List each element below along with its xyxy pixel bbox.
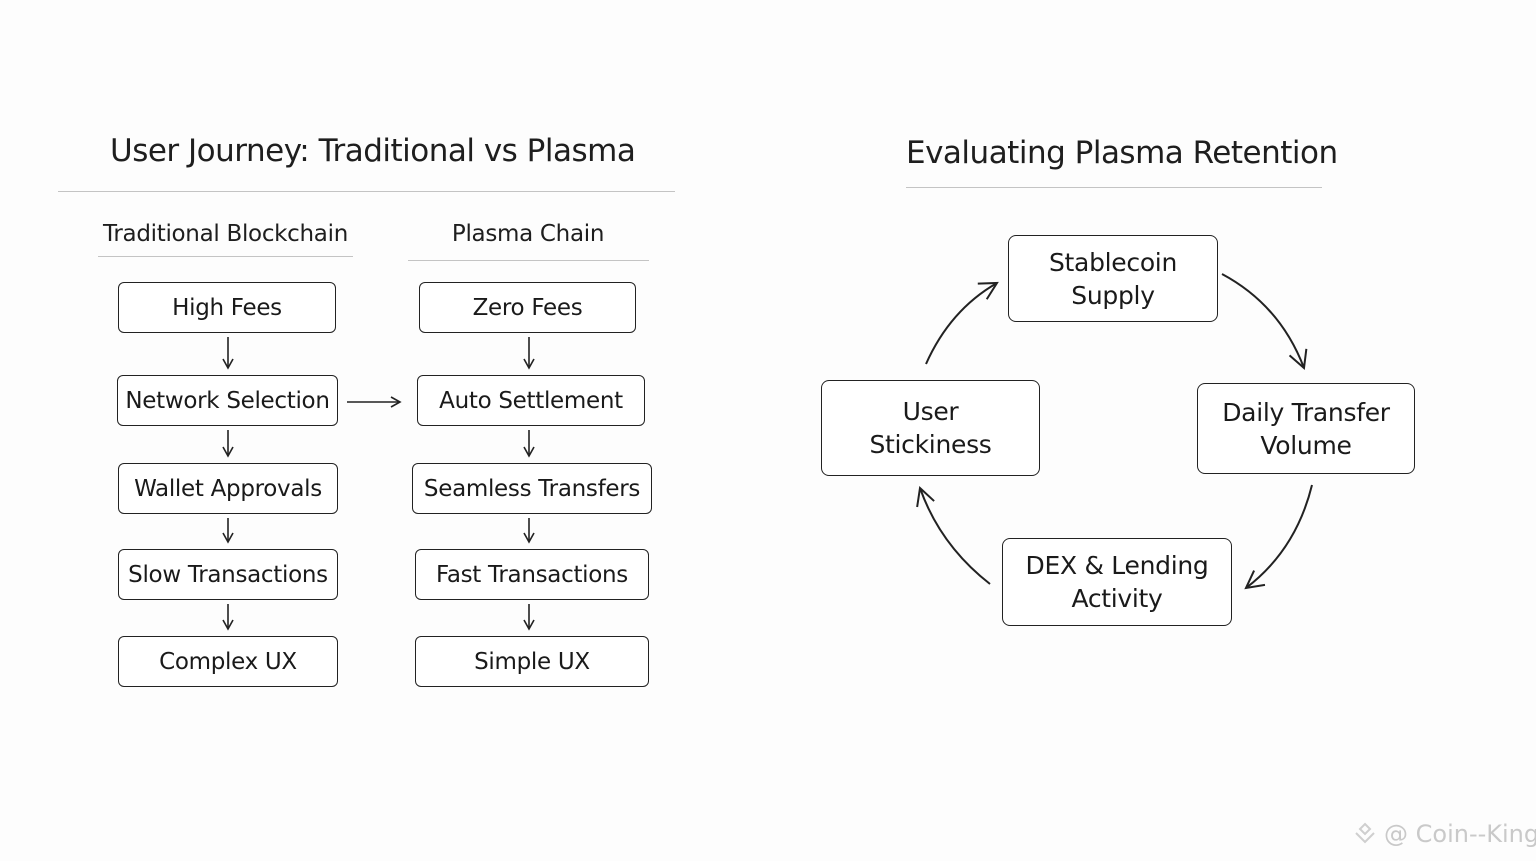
- traditional-step-slow-transactions: Slow Transactions: [118, 549, 338, 600]
- binance-logo-icon: [1355, 822, 1375, 844]
- right-title-divider: [906, 187, 1322, 188]
- plasma-heading-divider: [408, 260, 649, 261]
- cycle-arrow-supply-to-volume-icon: [1221, 273, 1308, 370]
- left-panel-title: User Journey: Traditional vs Plasma: [110, 133, 636, 169]
- cycle-node-label-line1: User: [902, 397, 959, 426]
- column-heading-traditional: Traditional Blockchain: [103, 221, 348, 247]
- cycle-node-label-line2: Supply: [1071, 280, 1155, 310]
- cycle-node-label-line1: DEX & Lending: [1025, 551, 1209, 580]
- cycle-arrow-stickiness-to-supply-icon: [925, 281, 999, 365]
- right-panel-title: Evaluating Plasma Retention: [906, 135, 1338, 171]
- cycle-node-stablecoin-supply: Stablecoin Supply: [1008, 235, 1218, 322]
- plasma-step-zero-fees: Zero Fees: [419, 282, 636, 333]
- plasma-step-simple-ux: Simple UX: [415, 636, 649, 687]
- traditional-heading-divider: [98, 256, 353, 257]
- cycle-node-daily-transfer-volume: Daily Transfer Volume: [1197, 383, 1415, 474]
- traditional-step-wallet-approvals: Wallet Approvals: [118, 463, 338, 514]
- cycle-node-label-line1: Stablecoin: [1048, 247, 1178, 277]
- cycle-arrow-volume-to-dex-icon: [1244, 484, 1313, 590]
- cycle-node-label-line1: Daily Transfer: [1222, 397, 1390, 427]
- watermark-text: @ Coin--King: [1384, 820, 1536, 848]
- cycle-node-user-stickiness: User Stickiness: [821, 380, 1040, 476]
- traditional-step-complex-ux: Complex UX: [118, 636, 338, 687]
- cycle-node-dex-lending-activity: DEX & Lending Activity: [1002, 538, 1232, 626]
- column-heading-plasma: Plasma Chain: [451, 221, 605, 247]
- watermark: @ Coin--King: [1352, 820, 1536, 848]
- traditional-step-high-fees: High Fees: [118, 282, 336, 333]
- plasma-step-seamless-transfers: Seamless Transfers: [412, 463, 652, 514]
- cycle-node-label-line2: Stickiness: [869, 430, 992, 459]
- cycle-node-label-line2: Volume: [1260, 430, 1352, 460]
- cycle-node-label-line2: Activity: [1071, 584, 1163, 613]
- traditional-step-network-selection: Network Selection: [117, 375, 338, 426]
- plasma-step-fast-transactions: Fast Transactions: [415, 549, 649, 600]
- left-title-divider: [58, 191, 675, 192]
- cycle-arrow-dex-to-stickiness-icon: [916, 485, 991, 585]
- plasma-step-auto-settlement: Auto Settlement: [417, 375, 645, 426]
